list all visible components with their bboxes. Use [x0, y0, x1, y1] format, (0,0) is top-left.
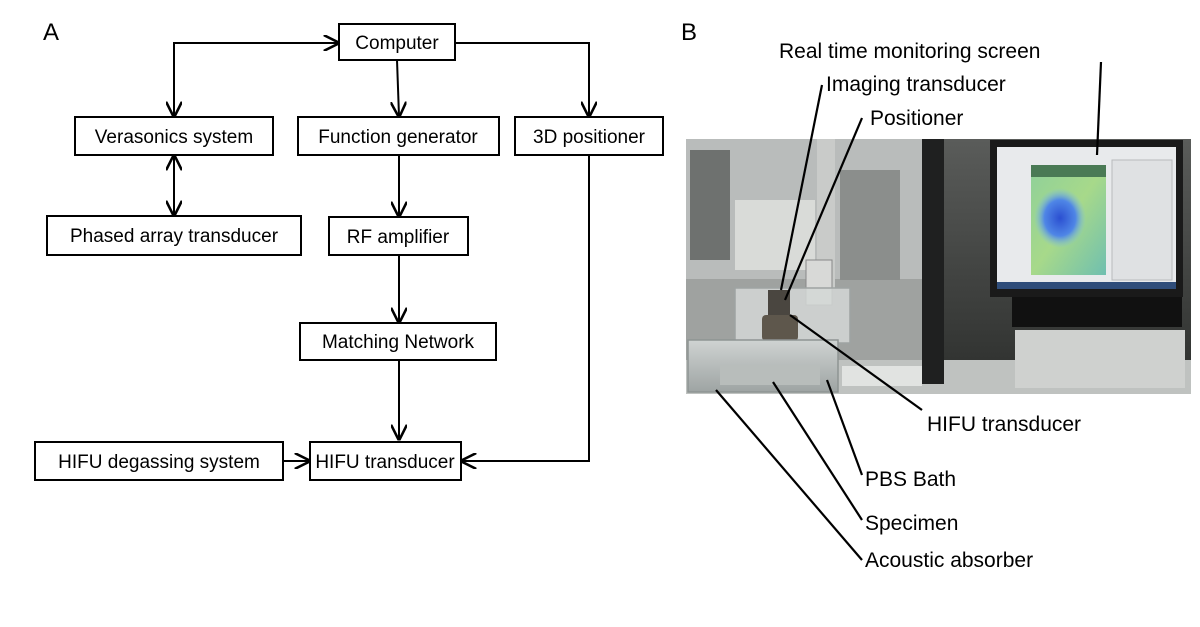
lab-cabinet: [840, 170, 900, 280]
function-generator-label: Function generator: [318, 127, 478, 148]
connectors: [174, 43, 589, 461]
matching-network-label: Matching Network: [322, 332, 475, 353]
arrow-computer-function-generator: [397, 59, 399, 116]
positioner-label: 3D positioner: [533, 127, 646, 148]
node-phased-array: Phased array transducer: [46, 215, 302, 256]
annotation-positioner: Positioner: [870, 107, 963, 130]
hifu-transducer-label: HIFU transducer: [315, 452, 455, 473]
node-function-generator: Function generator: [297, 116, 500, 156]
screen-heatmap-blob: [1034, 188, 1086, 248]
leader-monitor: [1095, 61, 1103, 156]
rf-amplifier-label: RF amplifier: [347, 227, 450, 248]
matching-network-box: [299, 322, 497, 361]
lab-shelf: [690, 150, 730, 260]
monitor-stand: [1012, 297, 1182, 327]
phased-array-box: [46, 215, 302, 256]
leader-imaging: [779, 84, 824, 291]
node-hifu-transducer: HIFU transducer: [309, 441, 462, 481]
node-verasonics: Verasonics system: [74, 116, 274, 156]
rf-amplifier-box: [328, 216, 469, 256]
positioner-rail: [922, 139, 944, 384]
function-generator-box: [297, 116, 500, 156]
annotation-monitor: Real time monitoring screen: [779, 40, 1040, 63]
degassing-label: HIFU degassing system: [58, 452, 260, 473]
screen-heatmap-top: [1031, 165, 1106, 177]
node-computer: Computer: [338, 23, 456, 61]
positioner-arm: [817, 139, 835, 289]
node-rf-amplifier: RF amplifier: [328, 216, 469, 256]
annotation-hifu-transducer: HIFU transducer: [927, 413, 1081, 436]
setup-photo: [686, 139, 1191, 394]
arrow-positioner-hifu: [462, 156, 590, 461]
degassing-box: [34, 441, 284, 481]
annotation-acoustic-absorber: Acoustic absorber: [865, 549, 1033, 572]
node-3d-positioner: 3D positioner: [514, 116, 664, 156]
node-matching-network: Matching Network: [299, 322, 497, 361]
leader-absorber: [715, 389, 863, 561]
annotation-imaging-transducer: Imaging transducer: [826, 73, 1006, 96]
bench-cloth: [842, 366, 922, 386]
annotation-pbs-bath: PBS Bath: [865, 468, 956, 491]
panel-a: A Computer Verasonics system Function ge…: [34, 19, 664, 481]
phased-array-label: Phased array transducer: [70, 226, 279, 247]
leader-positioner: [783, 117, 864, 301]
computer-box: [338, 23, 456, 61]
screen-taskbar: [997, 282, 1176, 289]
leader-specimen: [772, 381, 863, 521]
computer-label: Computer: [355, 33, 439, 54]
arrow-computer-positioner: [455, 42, 589, 116]
hifu-transducer-box: [309, 441, 462, 481]
leader-pbs: [825, 379, 864, 476]
verasonics-label: Verasonics system: [95, 127, 253, 148]
panel-b-label: B: [681, 19, 697, 46]
leader-lines: [715, 61, 1103, 561]
verasonics-box: [74, 116, 274, 156]
positioner-box: [514, 116, 664, 156]
arrow-computer-verasonics: [174, 43, 338, 116]
pc-case: [1015, 330, 1185, 388]
node-degassing: HIFU degassing system: [34, 441, 284, 481]
annotations: Real time monitoring screen Imaging tran…: [779, 40, 1081, 572]
screen-side-panel: [1111, 159, 1173, 281]
hifu-transducer-body: [762, 315, 798, 341]
leader-hifu: [789, 314, 923, 411]
panel-b: B: [681, 19, 1191, 572]
acoustic-absorber-block: [720, 365, 820, 385]
panel-a-label: A: [43, 19, 59, 46]
annotation-specimen: Specimen: [865, 512, 958, 535]
